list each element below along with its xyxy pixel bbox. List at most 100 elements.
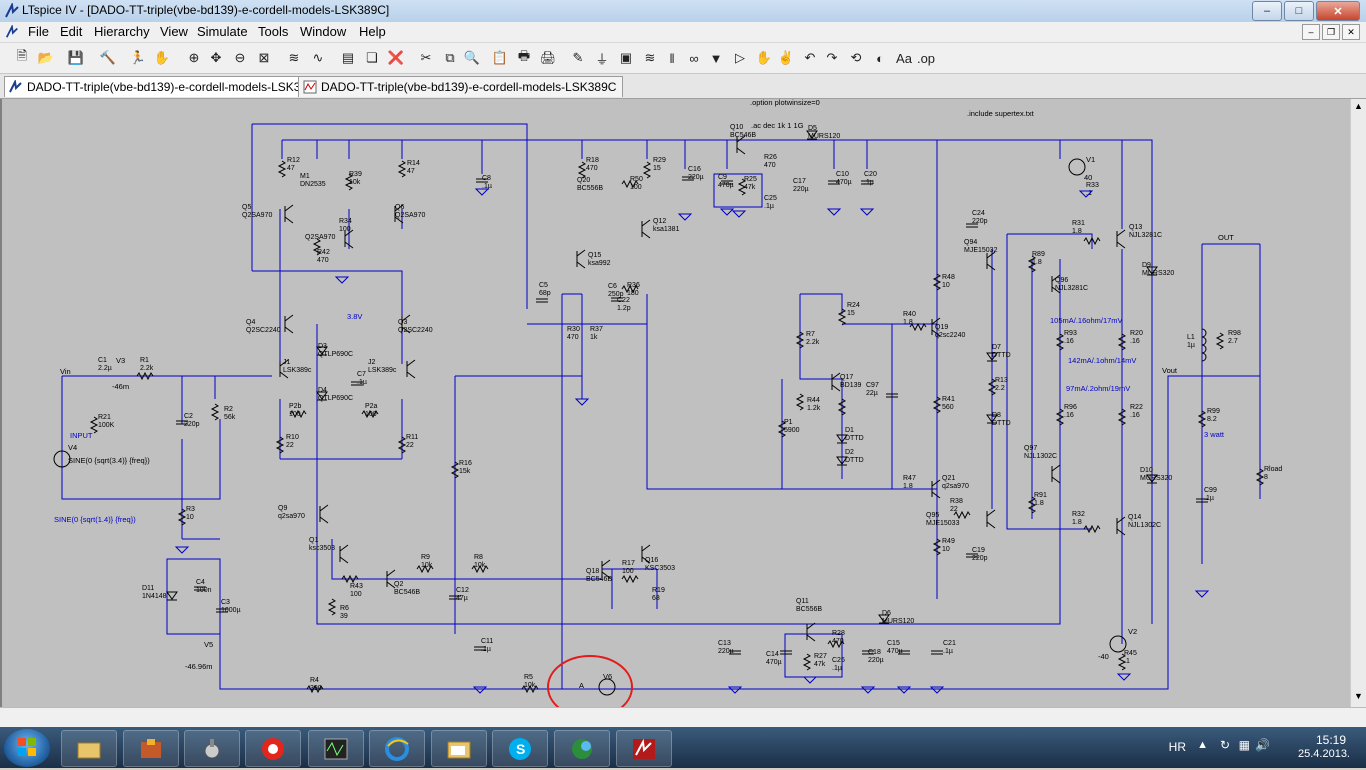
ground-symbol[interactable] [826, 208, 842, 216]
component-value[interactable]: 47k [814, 661, 826, 668]
zoom-in-icon[interactable]: ⊕ [188, 50, 200, 65]
component-name[interactable]: L1 [1187, 334, 1195, 341]
sync-icon[interactable]: ↻ [1219, 738, 1230, 752]
transistor-symbol[interactable] [1116, 516, 1126, 536]
component-value[interactable]: BC546B [394, 589, 420, 596]
clock-date[interactable]: 25.4.2013. [1298, 748, 1350, 760]
component-name[interactable]: C15 [887, 640, 900, 647]
component-name[interactable]: C18 [868, 649, 881, 656]
component-icon[interactable]: ▷ [735, 50, 745, 65]
diode-symbol[interactable] [986, 352, 998, 362]
ground-symbol[interactable] [474, 188, 490, 196]
component-value[interactable]: ksa1381 [653, 226, 680, 233]
component-name[interactable]: D5 [808, 125, 817, 132]
v4-name[interactable]: V4 [68, 443, 77, 452]
component-value[interactable]: LSK389c [368, 367, 397, 374]
menu-hierarchy[interactable]: Hierarchy [94, 24, 150, 39]
component-name[interactable]: Q5 [242, 204, 251, 211]
diode-symbol[interactable] [1146, 266, 1158, 276]
pan-icon[interactable]: ✥ [210, 50, 222, 65]
component-value[interactable]: 47 [407, 168, 415, 175]
component-name[interactable]: C9 [718, 174, 727, 181]
zoom-fit-icon[interactable]: ⊠ [258, 50, 270, 65]
voltage-source-symbol[interactable] [1068, 158, 1086, 176]
component-value[interactable]: 470µ [887, 648, 903, 655]
component-name[interactable]: Q15 [588, 252, 601, 259]
component-name[interactable]: R4 [310, 677, 319, 684]
diode-symbol[interactable] [166, 591, 178, 601]
component-name[interactable]: C13 [718, 640, 731, 647]
component-value[interactable]: 22 [286, 442, 294, 449]
resistor-symbol[interactable] [1055, 333, 1065, 351]
component-value[interactable]: 10k [349, 179, 361, 186]
component-value[interactable]: .1µ [864, 179, 874, 186]
component-name[interactable]: C3 [221, 599, 230, 606]
component-value[interactable]: DTTD [992, 352, 1011, 359]
v1-value[interactable]: 40 [1084, 173, 1092, 182]
capacitor-symbol[interactable] [729, 650, 741, 655]
component-name[interactable]: R22 [1130, 404, 1143, 411]
component-name[interactable]: R20 [1130, 330, 1143, 337]
component-name[interactable]: P2b [289, 403, 302, 410]
folder-task-icon[interactable] [431, 730, 487, 767]
component-value[interactable]: 1N4148 [142, 593, 167, 600]
component-name[interactable]: R18 [586, 157, 599, 164]
resistor-symbol[interactable] [837, 308, 847, 326]
component-value[interactable]: 470 [832, 638, 844, 645]
component-name[interactable]: Q17 [840, 374, 853, 381]
capacitor-icon[interactable]: ‖ [669, 50, 675, 66]
capacitor-symbol[interactable] [966, 553, 978, 558]
component-name[interactable]: R43 [350, 583, 363, 590]
transistor-symbol[interactable] [601, 559, 611, 579]
component-name[interactable]: P1 [784, 419, 793, 426]
component-value[interactable]: MURS120 [882, 618, 914, 625]
voltage-source-symbol[interactable] [1109, 635, 1127, 653]
resistor-symbol[interactable] [737, 178, 747, 196]
resistor-symbol[interactable] [277, 160, 287, 178]
sine-note[interactable]: SINE(0 {sqrt(1.4)} {freq}) [54, 515, 136, 524]
v2-name[interactable]: V2 [1128, 627, 1137, 636]
note-105ma[interactable]: 105mA/.16ohm/17mV [1050, 316, 1123, 325]
component-value[interactable]: MJE15032 [964, 247, 998, 254]
component-value[interactable]: .16 [1064, 412, 1074, 419]
diode-symbol[interactable] [316, 391, 328, 401]
component-name[interactable]: C4 [196, 579, 205, 586]
resistor-symbol[interactable] [275, 436, 285, 454]
component-value[interactable]: Q2SA970 [242, 212, 272, 219]
component-value[interactable]: 1.8 [1032, 259, 1042, 266]
capacitor-symbol[interactable] [886, 393, 898, 398]
component-name[interactable]: C24 [972, 210, 985, 217]
resistor-symbol[interactable] [621, 284, 639, 294]
redo-icon[interactable]: ↷ [826, 50, 838, 65]
component-value[interactable]: 1.8 [1072, 519, 1082, 526]
v3-name[interactable]: V3 [116, 356, 125, 365]
menu-file[interactable]: File [28, 24, 49, 39]
ground-symbol[interactable] [574, 398, 590, 406]
component-name[interactable]: D2 [845, 449, 854, 456]
component-value[interactable]: BC556B [577, 185, 603, 192]
component-value[interactable]: ksc3503 [309, 545, 335, 552]
halt-icon[interactable]: ✋ [153, 50, 171, 65]
component-name[interactable]: C2 [184, 413, 193, 420]
component-value[interactable]: .1µ [482, 183, 492, 190]
component-value[interactable]: DTTD [845, 435, 864, 442]
ltspice-app-icon[interactable] [4, 3, 20, 19]
component-name[interactable]: Q4 [246, 319, 255, 326]
paste-icon[interactable]: 📋 [491, 50, 509, 65]
component-name[interactable]: Rload [1264, 466, 1282, 473]
cascade-icon[interactable]: ❏ [366, 50, 378, 65]
component-value[interactable]: .16 [1130, 338, 1140, 345]
resistor-symbol[interactable] [1117, 333, 1127, 351]
capacitor-symbol[interactable] [931, 650, 943, 655]
component-value[interactable]: 15 [653, 165, 661, 172]
explorer-task-icon[interactable] [61, 730, 117, 767]
resistor-symbol[interactable] [521, 684, 539, 694]
component-value[interactable]: BC556B [796, 606, 822, 613]
component-value[interactable]: 39 [340, 613, 348, 620]
component-name[interactable]: C99 [1204, 487, 1217, 494]
capacitor-symbol[interactable] [351, 381, 363, 386]
component-value[interactable]: 56k [224, 414, 236, 421]
copy-icon[interactable]: ⧉ [445, 50, 455, 65]
resistor-symbol[interactable] [1197, 410, 1207, 428]
